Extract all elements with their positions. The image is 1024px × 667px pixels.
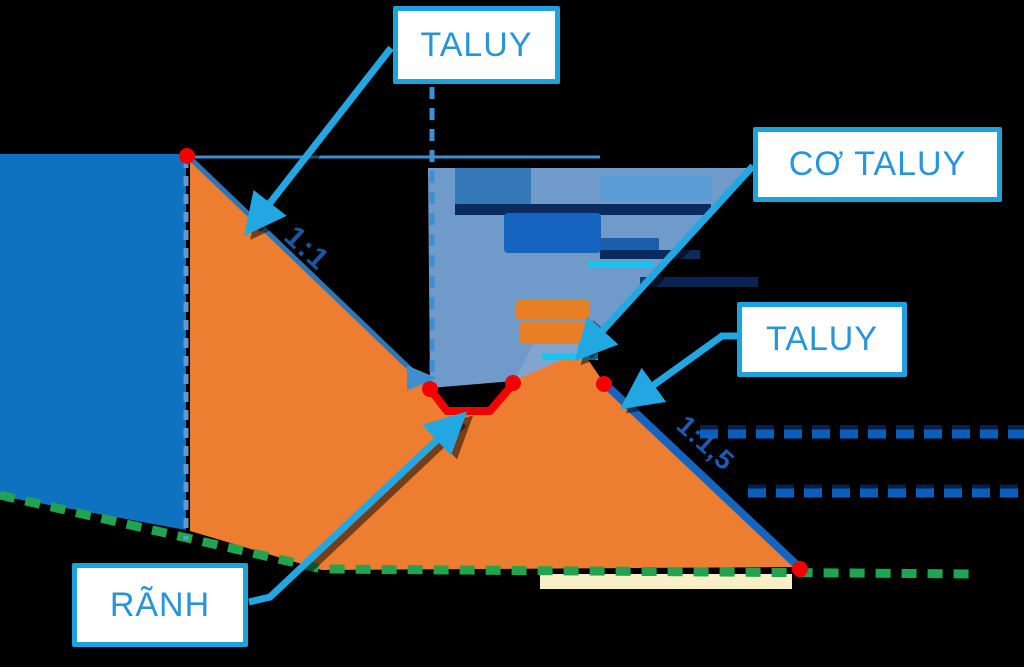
callout-taluy-right: TALUY (737, 302, 907, 377)
callout-ranh: RÃNH (72, 563, 248, 647)
ground-line (0, 490, 976, 579)
vertex-dot (596, 376, 612, 392)
ground-strip (540, 574, 792, 589)
vertex-dot (505, 375, 521, 391)
vertex-dot (422, 381, 438, 397)
annotation-stripe (455, 204, 711, 215)
illegible-text-blob (504, 213, 601, 253)
annotation-stripe (597, 238, 659, 252)
ditch-outline (426, 380, 517, 415)
vertex-dot (179, 148, 195, 164)
ranh-arrow (248, 411, 468, 606)
cut-block-shape (0, 154, 186, 530)
callout-taluy-top: TALUY (393, 6, 560, 84)
embankment-shape (190, 158, 799, 570)
cut-slope-line (188, 156, 432, 390)
annotation-patch (455, 168, 531, 210)
taluy-right-arrow (619, 332, 737, 410)
arrow-shadow (254, 415, 474, 610)
annotation-tick (588, 262, 654, 268)
callout-co-taluy: CƠ TALUY (753, 127, 1002, 202)
taluy-top-arrow (244, 45, 394, 236)
fill-slope-line (601, 380, 803, 571)
vertex-dot (792, 561, 808, 577)
illegible-orange-text (516, 300, 590, 320)
illegible-orange-text (520, 322, 588, 344)
annotation-tick (542, 353, 598, 360)
co-taluy-arrow (574, 163, 756, 362)
annotation-stripe (600, 250, 700, 259)
annotation-stripe (640, 277, 758, 287)
annotation-band (600, 175, 712, 201)
